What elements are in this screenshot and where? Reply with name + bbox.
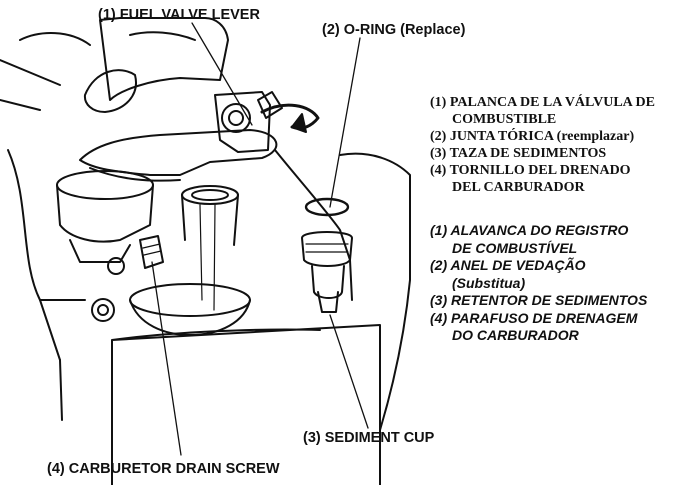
legend-es-line: COMBUSTIBLE [452, 112, 557, 127]
carburetor-plate [79, 129, 278, 176]
center-cylinder [181, 185, 239, 205]
legend-es-line: (4) TORNILLO DEL DRENADO [430, 163, 631, 178]
legend-es-line: DEL CARBURADOR [452, 180, 585, 195]
engine-body-outline [0, 32, 91, 111]
leader-drain-screw [151, 261, 182, 456]
engine-body-left-edge [7, 149, 61, 361]
upper-housing [99, 17, 229, 101]
legend-pt-line: (2) ANEL DE VEDAÇÃO [430, 257, 586, 273]
leader-o-ring [329, 37, 361, 208]
legend-es-line: (2) JUNTA TÓRICA (reemplazar) [430, 129, 635, 144]
valve-knob [221, 103, 251, 133]
legend-pt-line: DO CARBURADOR [452, 327, 579, 343]
sediment-cup [301, 231, 353, 267]
legend-pt-line: (4) PARAFUSO DE DRENAGEM [430, 309, 638, 326]
right-wall [274, 149, 353, 301]
drain-screw [139, 235, 164, 269]
legend-pt-line: (3) RETENTOR DE SEDIMENTOS [430, 292, 648, 308]
legend-pt-line: (1) ALAVANCA DO REGISTRO [430, 222, 629, 238]
callout-o-ring: (2) O-RING (Replace) [322, 22, 466, 38]
container-body [111, 324, 381, 485]
o-ring [304, 197, 350, 217]
callout-fuel-valve-lever: (1) FUEL VALVE LEVER [98, 7, 260, 23]
legend-es-line: (1) PALANCA DE LA VÁLVULA DE [430, 95, 655, 110]
callout-sediment-cup: (3) SEDIMENT CUP [303, 430, 435, 446]
callout-carburetor-drain-screw: (4) CARBURETOR DRAIN SCREW [47, 461, 280, 477]
leader-fuel-valve [191, 22, 253, 126]
legend-spanish: (1) PALANCA DE LA VÁLVULA DE COMBUSTIBLE… [430, 94, 690, 196]
legend-es-line: (3) TAZA DE SEDIMENTOS [430, 146, 607, 161]
container-rim [129, 283, 251, 317]
legend-pt-line: DE COMBUSTÍVEL [452, 239, 578, 256]
legend-pt-line: (Substitua) [452, 274, 526, 291]
legend-portuguese: (1) ALAVANCA DO REGISTRO DE COMBUSTÍVEL … [430, 222, 690, 345]
leader-sediment-cup [329, 314, 369, 429]
valve-lever-body [214, 91, 271, 153]
float-bowl [56, 170, 154, 200]
